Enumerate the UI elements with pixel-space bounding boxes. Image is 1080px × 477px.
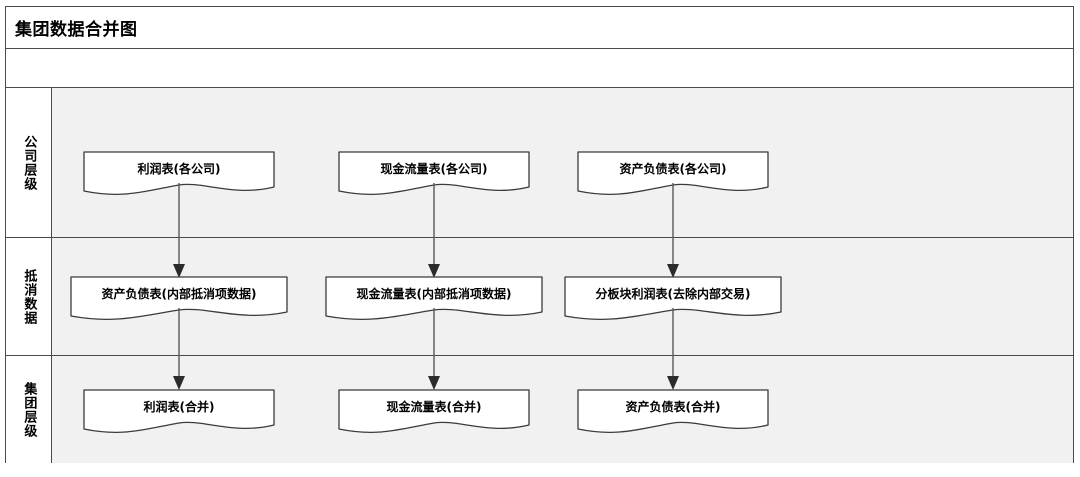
swimlane-stack: 公司层级 利润表(各公司) 现金流量表(各公司) (6, 88, 1073, 463)
node-income-statement-company[interactable]: 利润表(各公司) (83, 151, 275, 201)
node-cashflow-statement-company[interactable]: 现金流量表(各公司) (338, 151, 530, 201)
swimlane-label-elimination-data: 抵消数据 (21, 268, 37, 325)
node-label: 现金流量表(合并) (386, 399, 482, 414)
node-label: 利润表(合并) (143, 399, 215, 414)
swimlane-header-elimination-data: 抵消数据 (6, 238, 52, 355)
diagram-subtitle-band (6, 49, 1073, 88)
connector-group-lane2-in (173, 238, 679, 278)
node-income-statement-group[interactable]: 利润表(合并) (83, 389, 275, 439)
node-balance-sheet-company[interactable]: 资产负债表(各公司) (577, 151, 769, 201)
connector-group-lane3-in (173, 356, 679, 390)
node-label: 分板块利润表(去除内部交易) (595, 286, 751, 301)
node-label: 现金流量表(内部抵消项数据) (356, 286, 512, 301)
swimlane-header-company-level: 公司层级 (6, 88, 52, 237)
node-label: 现金流量表(各公司) (380, 161, 488, 176)
node-label: 资产负债表(各公司) (619, 161, 727, 176)
swimlane-group-level: 集团层级 (6, 356, 1073, 463)
swimlane-company-level: 公司层级 利润表(各公司) 现金流量表(各公司) (6, 88, 1073, 239)
node-cashflow-statement-group[interactable]: 现金流量表(合并) (338, 389, 530, 439)
node-segment-income-statement-elimination[interactable]: 分板块利润表(去除内部交易) (564, 276, 782, 326)
swimlane-label-company-level: 公司层级 (21, 134, 37, 191)
diagram-frame: 集团数据合并图 公司层级 利润表(各公司) (5, 6, 1074, 463)
swimlane-body-company-level: 利润表(各公司) 现金流量表(各公司) 资产负债表(各公司) (52, 88, 1073, 239)
swimlane-label-group-level: 集团层级 (21, 381, 37, 438)
page-title: 集团数据合并图 (15, 20, 138, 40)
swimlane-elimination-data: 抵消数据 (6, 238, 1073, 358)
swimlane-header-group-level: 集团层级 (6, 356, 52, 463)
swimlane-body-elimination-data: 资产负债表(内部抵消项数据) 现金流量表(内部抵消项数据) 分板块利润表(去除内… (52, 238, 1073, 358)
node-label: 利润表(各公司) (137, 161, 221, 176)
node-balance-sheet-elimination[interactable]: 资产负债表(内部抵消项数据) (70, 276, 288, 326)
node-label: 资产负债表(合并) (625, 399, 721, 414)
node-cashflow-statement-elimination[interactable]: 现金流量表(内部抵消项数据) (325, 276, 543, 326)
swimlane-body-group-level: 利润表(合并) 现金流量表(合并) 资产负债表(合并) (52, 356, 1073, 463)
diagram-title-bar: 集团数据合并图 (6, 7, 1073, 49)
node-balance-sheet-group[interactable]: 资产负债表(合并) (577, 389, 769, 439)
node-label: 资产负债表(内部抵消项数据) (101, 286, 257, 301)
